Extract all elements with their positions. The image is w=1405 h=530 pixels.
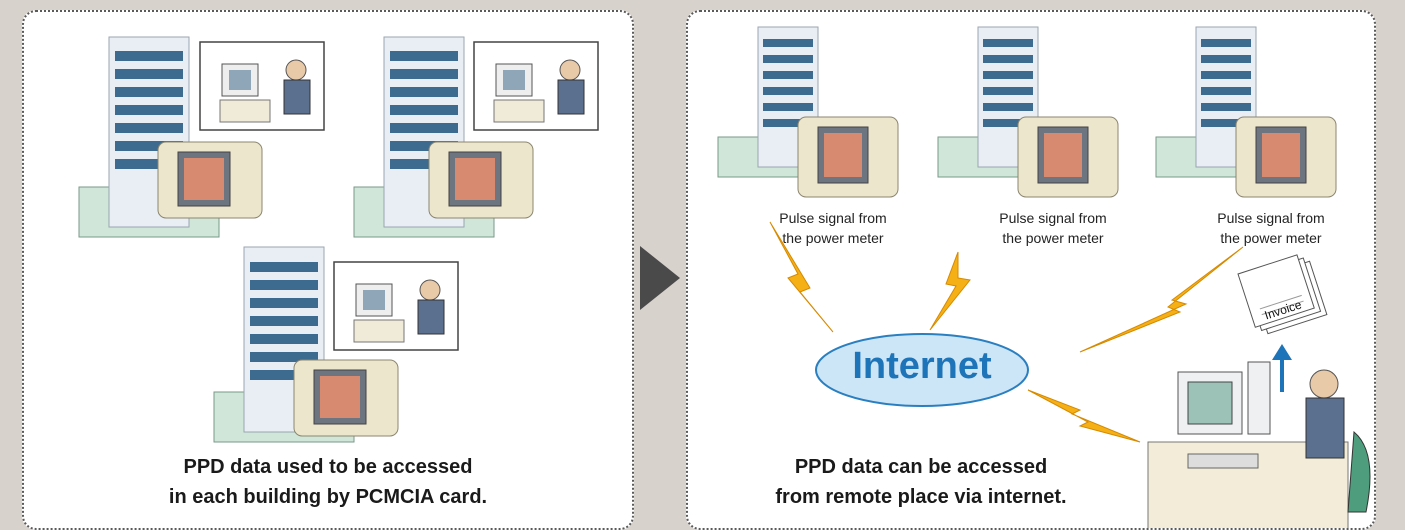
left-caption: PPD data used to be accessed in each bui…: [24, 452, 632, 512]
right-panel: Pulse signal from the power meter Pulse …: [686, 10, 1376, 530]
pulse-label-1-line2: the power meter: [782, 230, 884, 246]
pulse-label-1: Pulse signal from the power meter: [758, 208, 908, 248]
device-3: [293, 359, 399, 437]
pulse-label-3: Pulse signal from the power meter: [1196, 208, 1346, 248]
lightning-bolt-2-icon: [929, 251, 971, 331]
lightning-bolt-4-icon: [1027, 389, 1141, 443]
pc-scene-3: [333, 261, 459, 351]
pulse-label-1-line1: Pulse signal from: [779, 210, 887, 226]
building-3: [213, 246, 355, 443]
right-caption-line1: PPD data can be accessed: [794, 456, 1048, 478]
pulse-label-3-line2: the power meter: [1220, 230, 1322, 246]
pc-scene-2: [473, 41, 599, 131]
right-caption: PPD data can be accessed from remote pla…: [688, 452, 1264, 512]
internet-cloud: [815, 333, 1029, 407]
invoice-papers: [1237, 254, 1328, 335]
left-panel: PPD data used to be accessed in each bui…: [22, 10, 634, 530]
pulse-label-3-line1: Pulse signal from: [1217, 210, 1325, 226]
lightning-bolt-3-icon: [1079, 246, 1244, 353]
pulse-label-2-line1: Pulse signal from: [999, 210, 1107, 226]
transition-arrow-icon: [640, 246, 680, 310]
left-illustrations: [78, 36, 599, 443]
left-caption-line2: in each building by PCMCIA card.: [168, 486, 488, 508]
pc-scene-1: [199, 41, 325, 131]
internet-label: Internet: [852, 345, 992, 387]
pulse-label-2: Pulse signal from the power meter: [978, 208, 1128, 248]
lightning-bolt-1-icon: [769, 221, 834, 333]
pulse-label-2-line2: the power meter: [1002, 230, 1104, 246]
remote-workstation: [1147, 361, 1371, 528]
right-illustrations: [717, 26, 1371, 528]
remote-building-2: [937, 26, 1119, 198]
left-caption-line1: PPD data used to be accessed: [183, 456, 473, 478]
right-caption-line2: from remote place via internet.: [775, 486, 1067, 508]
remote-building-3: [1155, 26, 1337, 198]
device-2: [428, 141, 534, 219]
remote-building-1: [717, 26, 899, 198]
device-1: [157, 141, 263, 219]
upload-arrow-icon: [1272, 344, 1292, 360]
